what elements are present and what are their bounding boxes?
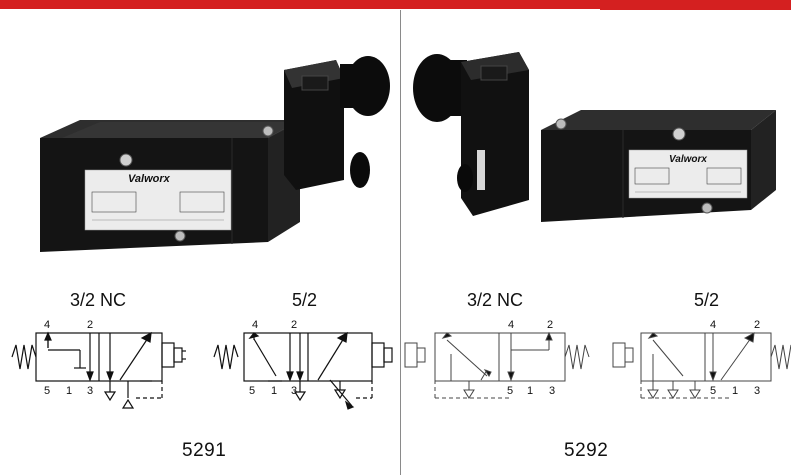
- top-accent-bar: [0, 0, 791, 9]
- port-label: 5: [507, 385, 513, 397]
- model-number-5292: 5292: [564, 440, 609, 461]
- port-label: 3: [291, 385, 297, 397]
- port-label: 5: [44, 385, 50, 397]
- top-accent-line: [600, 9, 791, 10]
- port-label: 1: [271, 385, 277, 397]
- port-label: 2: [754, 319, 760, 331]
- valve-photo-5291: Valworx: [40, 56, 390, 252]
- symbol-title-3-2-nc-5291: 3/2 NC: [70, 290, 127, 310]
- port-label: 5: [249, 385, 255, 397]
- port-label: 4: [710, 319, 716, 331]
- port-label: 5: [710, 385, 716, 397]
- port-label: 2: [87, 319, 93, 331]
- symbol-5-2-5292: [612, 332, 791, 399]
- model-number-5291: 5291: [182, 440, 227, 461]
- port-label: 3: [754, 385, 760, 397]
- symbol-3-2-nc-5292: [404, 331, 590, 399]
- port-label: 1: [527, 385, 533, 397]
- symbol-title-5-2-5291: 5/2: [292, 290, 318, 310]
- port-label: 2: [547, 319, 553, 331]
- symbol-3-2-nc-5291: [11, 331, 186, 409]
- port-label: 2: [291, 319, 297, 331]
- port-label: 1: [66, 385, 72, 397]
- panel-divider: [400, 10, 401, 475]
- pneumatic-symbols-5292: 4 2 5 1 3: [404, 319, 791, 399]
- port-label: 3: [549, 385, 555, 397]
- port-label: 1: [732, 385, 738, 397]
- valve-photo-5292: Valworx: [413, 52, 776, 222]
- port-label: 3: [87, 385, 93, 397]
- brand-text-5292: Valworx: [669, 154, 707, 165]
- pneumatic-symbols-5291: 4 2 5 1 3: [11, 319, 393, 410]
- port-label: 4: [508, 319, 514, 331]
- port-label: 4: [252, 319, 258, 331]
- brand-text-5291: Valworx: [128, 173, 171, 185]
- symbol-title-3-2-nc-5292: 3/2 NC: [467, 290, 524, 310]
- symbol-title-5-2-5292: 5/2: [694, 290, 720, 310]
- symbol-5-2-5291: [213, 331, 393, 410]
- product-panel-5292: Valworx 3/2 NC 5/2: [401, 10, 791, 475]
- product-panel-5291: Valworx 3/2 NC 5/2: [0, 10, 400, 475]
- port-label: 4: [44, 319, 50, 331]
